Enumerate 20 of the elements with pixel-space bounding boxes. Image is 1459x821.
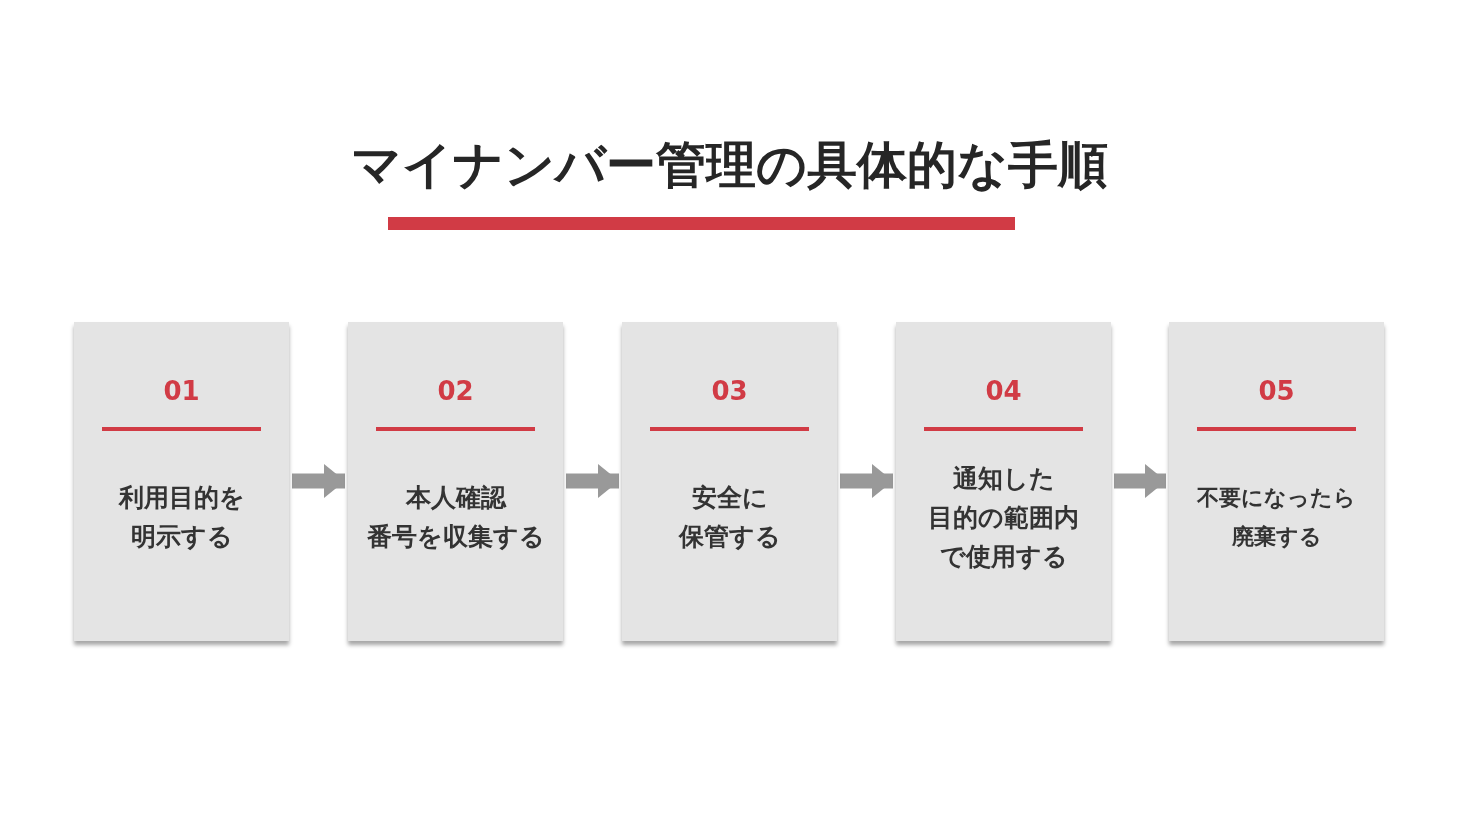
step-number: 04 bbox=[985, 375, 1022, 408]
arrow bbox=[566, 464, 619, 498]
step-card bbox=[1169, 322, 1384, 641]
arrow bbox=[840, 464, 893, 498]
arrow bbox=[292, 464, 345, 498]
step-number: 03 bbox=[711, 375, 748, 408]
step-text: 安全に保管する bbox=[678, 482, 781, 553]
title: マイナンバー管理の具体的な手順 bbox=[351, 135, 1108, 196]
step-card bbox=[622, 322, 837, 641]
step-text: 利用目的を明示する bbox=[118, 482, 245, 553]
step-number: 05 bbox=[1258, 375, 1295, 408]
step-text: 本人確認番号を収集する bbox=[366, 482, 545, 553]
step-text: 不要になったら廃棄する bbox=[1197, 484, 1356, 551]
step-card bbox=[74, 322, 289, 641]
step-number: 02 bbox=[437, 375, 474, 408]
step-number: 01 bbox=[163, 375, 200, 408]
step-card bbox=[896, 322, 1111, 641]
step-card bbox=[348, 322, 563, 641]
arrow bbox=[1114, 464, 1166, 498]
step-text: 通知した目的の範囲内で使用する bbox=[928, 462, 1079, 573]
